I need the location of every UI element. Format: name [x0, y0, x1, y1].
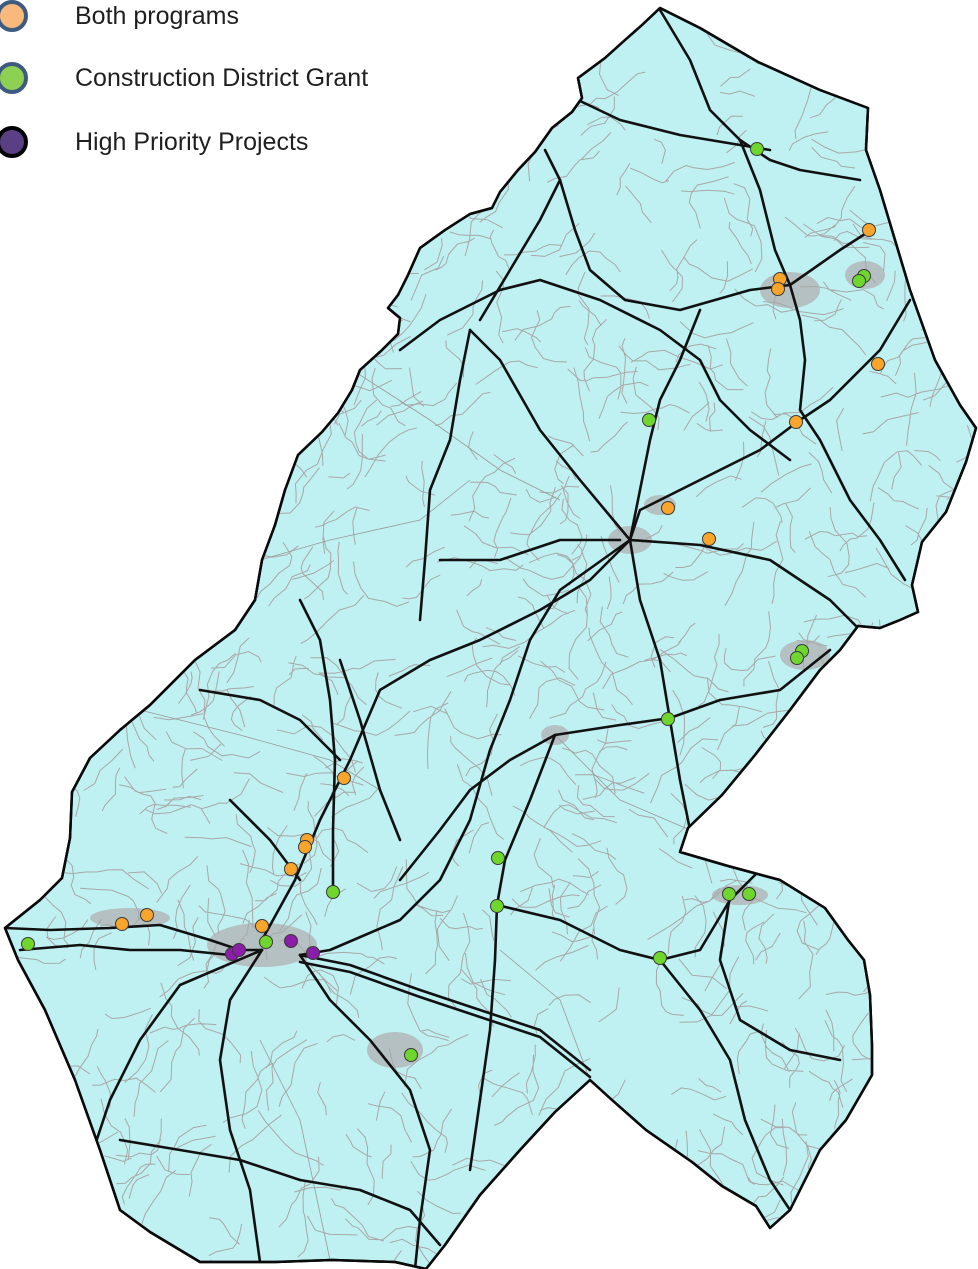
major-road [198, 688, 342, 762]
construction-grant-marker[interactable] [790, 651, 804, 665]
high-priority-marker[interactable] [284, 934, 298, 948]
construction-grant-marker[interactable] [404, 1048, 418, 1062]
major-road [658, 958, 792, 1212]
construction-grant-marker[interactable] [491, 851, 505, 865]
both-programs-marker[interactable] [871, 357, 885, 371]
major-road [628, 538, 692, 832]
purple-circle-icon [0, 126, 28, 158]
construction-grant-marker[interactable] [642, 413, 656, 427]
both-programs-marker[interactable] [862, 223, 876, 237]
major-road [576, 98, 772, 152]
construction-grant-marker[interactable] [21, 937, 35, 951]
county-line [259, 1039, 331, 1261]
county-line [499, 949, 591, 1081]
construction-grant-marker[interactable] [326, 885, 340, 899]
major-road [543, 148, 870, 312]
legend-label-both: Both programs [75, 1, 239, 30]
major-road [298, 598, 337, 892]
county-line [359, 374, 561, 501]
orange-circle-icon [0, 0, 28, 32]
construction-grant-marker[interactable] [661, 712, 675, 726]
construction-grant-marker[interactable] [852, 274, 866, 288]
both-programs-marker[interactable] [702, 532, 716, 546]
major-road [418, 328, 472, 622]
county-line [554, 734, 691, 831]
major-road [738, 138, 792, 287]
major-road [788, 283, 907, 582]
county-line [139, 709, 381, 791]
construction-grant-marker[interactable] [653, 951, 667, 965]
major-road [298, 1178, 442, 1247]
both-programs-marker[interactable] [661, 501, 675, 515]
major-road [118, 1138, 302, 1182]
major-road [438, 538, 622, 562]
county-line [259, 479, 471, 561]
major-road [298, 538, 632, 957]
major-road [338, 658, 402, 842]
county-lines [139, 374, 691, 1261]
urban-area [712, 885, 768, 905]
legend-label-grant: Construction District Grant [75, 63, 369, 92]
both-programs-marker[interactable] [255, 919, 269, 933]
major-road [218, 948, 264, 1264]
major-road [88, 948, 264, 1162]
major-road [478, 178, 562, 322]
both-programs-marker[interactable] [115, 917, 129, 931]
major-road [398, 733, 557, 882]
both-programs-marker[interactable] [284, 862, 298, 876]
map-border [3, 6, 978, 1269]
both-programs-marker[interactable] [771, 282, 785, 296]
major-road [398, 278, 792, 462]
green-circle-icon [0, 62, 28, 94]
construction-grant-marker[interactable] [750, 142, 764, 156]
major-road [628, 298, 912, 542]
major-road [628, 538, 862, 632]
legend-label-priority: High Priority Projects [75, 127, 309, 156]
major-road [468, 328, 632, 542]
high-priority-marker[interactable] [306, 946, 320, 960]
construction-grant-marker[interactable] [722, 887, 736, 901]
construction-grant-marker[interactable] [742, 887, 756, 901]
both-programs-marker[interactable] [140, 908, 154, 922]
construction-grant-marker[interactable] [490, 899, 504, 913]
both-programs-marker[interactable] [789, 415, 803, 429]
both-programs-marker[interactable] [337, 771, 351, 785]
major-road [553, 648, 832, 737]
major-road [298, 953, 592, 1072]
major-road [468, 733, 557, 1172]
both-programs-marker[interactable] [298, 840, 312, 854]
construction-grant-marker[interactable] [259, 935, 273, 949]
major-road [598, 1158, 702, 1232]
major-road [298, 960, 592, 1079]
major-road [718, 893, 842, 1062]
high-priority-marker[interactable] [232, 943, 246, 957]
project-markers [21, 142, 885, 1062]
major-roads [5, 8, 912, 1269]
major-road [18, 943, 232, 957]
